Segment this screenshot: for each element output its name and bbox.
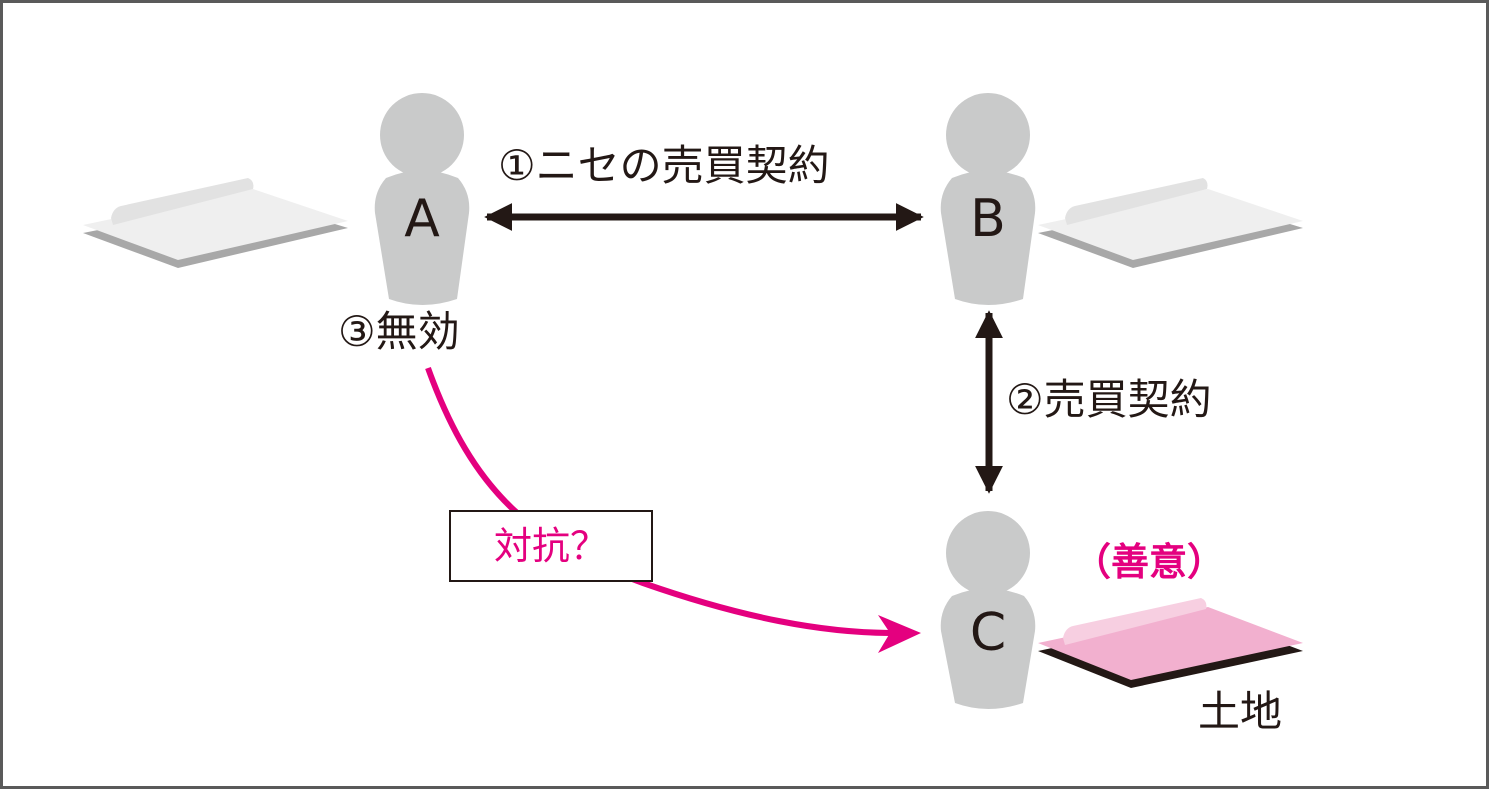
land-plot-a-icon — [83, 178, 348, 268]
invalid-label: ③無効 — [338, 307, 460, 356]
fake-contract-label: ①ニセの売買契約 — [498, 141, 830, 190]
oppose-label: 対抗？ — [493, 524, 608, 568]
land-plot-c-icon — [1038, 598, 1303, 688]
land-label: 土地 — [1198, 687, 1283, 736]
land-plot-b-icon — [1038, 178, 1303, 268]
contract-label: ②売買契約 — [1006, 375, 1212, 424]
oppose-arrowhead-icon — [878, 615, 921, 653]
diagram-canvas — [83, 93, 1303, 709]
person-c-letter: C — [969, 603, 1007, 663]
person-c-icon — [940, 511, 1036, 709]
oppose-curve-arrow — [425, 366, 894, 636]
person-b-icon — [940, 93, 1036, 305]
oppose-box: 対抗？ — [449, 510, 653, 582]
person-b-letter: B — [970, 189, 1006, 249]
person-a-icon — [374, 93, 470, 305]
person-a-letter: A — [404, 189, 440, 249]
good-faith-label: （善意） — [1073, 540, 1226, 584]
